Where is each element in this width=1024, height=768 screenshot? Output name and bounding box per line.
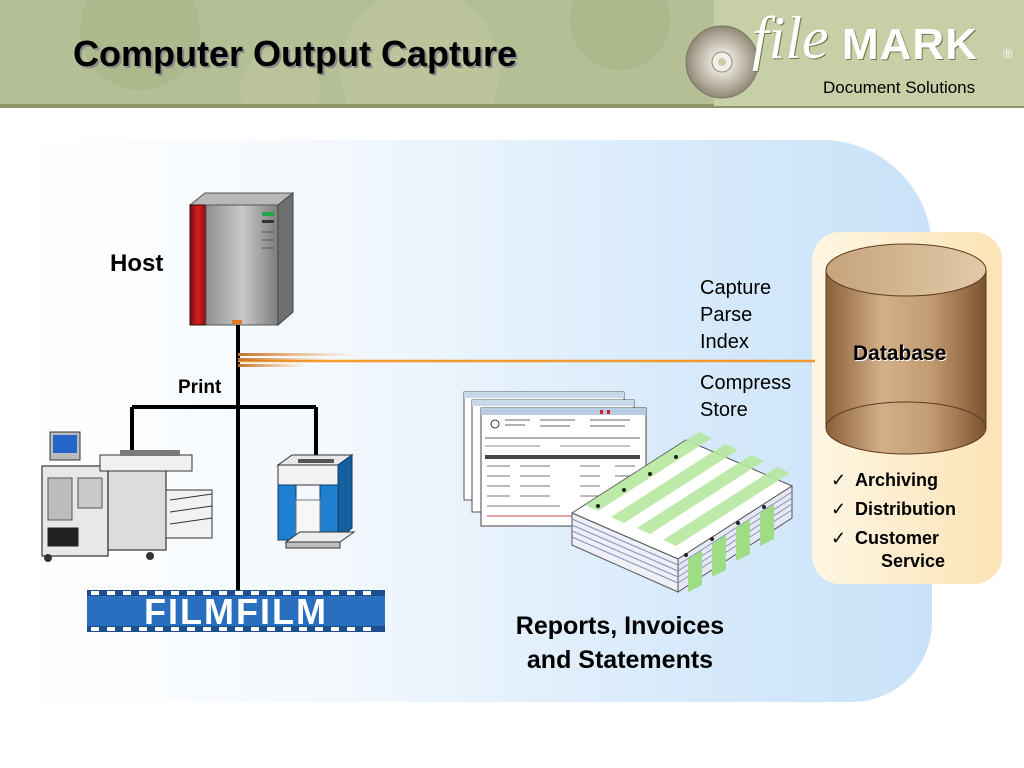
step-compress: Compress: [700, 372, 792, 394]
logo-registered-mark: ®: [1003, 46, 1013, 61]
microfilm-strip-icon: FILMFILM: [87, 590, 385, 632]
logo-mark-text: MARK: [842, 20, 978, 69]
step-capture: Capture: [700, 277, 772, 299]
logo-subtitle: Document Solutions: [823, 78, 976, 97]
database-label: Database: [853, 342, 947, 365]
laser-printer-icon: [41, 431, 213, 562]
reports-label-line1: Reports, Invoices: [515, 612, 725, 640]
database-cylinder-icon: [825, 243, 987, 455]
feature-list: ✓ Archiving ✓ Distribution ✓ Customer Servi…: [831, 466, 956, 576]
film-strip-text: FILMFILM: [144, 591, 328, 632]
print-label: Print: [178, 377, 222, 398]
checkmark-icon: ✓: [831, 470, 847, 490]
logo-panel: [714, 0, 1024, 106]
header-divider: [0, 104, 1024, 108]
page-title: Computer Output Capture: [73, 33, 517, 74]
line-printer-icon: [276, 454, 356, 549]
feature-archiving: Archiving: [855, 470, 939, 490]
report-documents-icon: [463, 391, 647, 527]
step-parse: Parse: [700, 304, 753, 326]
feature-distribution: Distribution: [855, 499, 956, 519]
data-stream-icon: [238, 353, 356, 367]
step-index: Index: [700, 331, 749, 353]
feature-item: ✓ Archiving: [831, 466, 956, 495]
host-label: Host: [110, 250, 164, 277]
cd-icon: [685, 25, 759, 99]
feature-item-wrap: Service: [831, 547, 956, 576]
feature-item: ✓ Customer: [831, 524, 956, 553]
feature-service: Service: [881, 551, 946, 571]
feature-customer: Customer: [855, 528, 940, 548]
checkmark-icon: ✓: [831, 499, 847, 519]
host-mainframe-icon: [188, 191, 295, 327]
storage-steps: Compress Store: [700, 370, 791, 424]
fanfold-paper-stack-icon: [570, 432, 794, 593]
capture-steps: Capture Parse Index: [700, 275, 771, 356]
checkmark-icon: ✓: [831, 528, 847, 548]
step-store: Store: [700, 399, 748, 421]
logo-file-text: file: [752, 5, 829, 71]
feature-item: ✓ Distribution: [831, 495, 956, 524]
reports-label-line2: and Statements: [526, 646, 714, 674]
